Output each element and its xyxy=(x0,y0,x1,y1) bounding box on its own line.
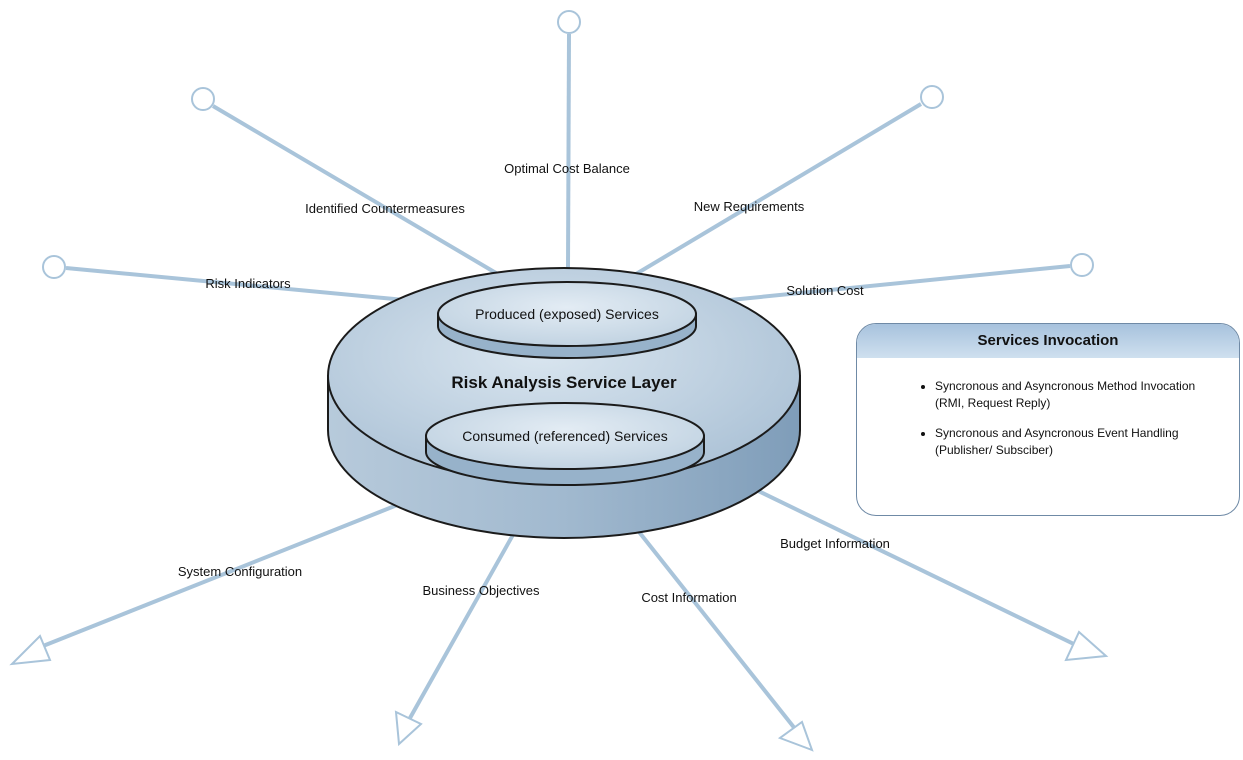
label-new-requirements: New Requirements xyxy=(694,199,805,214)
provided-interface-optimal-cost-balance xyxy=(557,10,581,269)
consumed-services-label: Consumed (referenced) Services xyxy=(462,428,667,444)
produced-services-disc xyxy=(437,281,697,359)
arrow-head-icon xyxy=(394,710,423,747)
consumed-services-disc xyxy=(425,402,705,486)
arrow-head-icon xyxy=(9,634,52,666)
label-budget-information: Budget Information xyxy=(780,536,890,551)
provided-interface-solution-cost xyxy=(729,253,1094,302)
label-risk-indicators: Risk Indicators xyxy=(205,276,291,291)
provided-interface-identified-countermeasures xyxy=(191,87,498,275)
produced-services-label: Produced (exposed) Services xyxy=(475,306,659,322)
interface-circle-icon xyxy=(557,10,581,34)
label-optimal-cost-balance: Optimal Cost Balance xyxy=(504,161,630,176)
interface-circle-icon xyxy=(191,87,215,111)
legend-title: Services Invocation xyxy=(857,324,1239,358)
arrow-head-icon xyxy=(777,720,814,752)
provided-interface-new-requirements xyxy=(634,85,944,276)
label-identified-countermeasures: Identified Countermeasures xyxy=(305,201,465,216)
services-invocation-legend: Services Invocation Syncronous and Async… xyxy=(856,323,1240,516)
legend-item: Syncronous and Asyncronous Event Handlin… xyxy=(935,425,1219,459)
label-business-objectives: Business Objectives xyxy=(422,583,540,598)
interface-circle-icon xyxy=(42,255,66,279)
interface-circle-icon xyxy=(1070,253,1094,277)
legend-list: Syncronous and Asyncronous Method Invoca… xyxy=(857,378,1239,459)
label-cost-information: Cost Information xyxy=(641,590,736,605)
interface-circle-icon xyxy=(920,85,944,109)
layer-title: Risk Analysis Service Layer xyxy=(451,373,677,392)
provided-interface-risk-indicators xyxy=(42,255,406,302)
label-solution-cost: Solution Cost xyxy=(786,283,864,298)
required-interface-system-configuration xyxy=(9,476,466,666)
label-system-configuration: System Configuration xyxy=(178,564,302,579)
legend-item: Syncronous and Asyncronous Method Invoca… xyxy=(935,378,1219,412)
arrow-head-icon xyxy=(1064,630,1109,662)
